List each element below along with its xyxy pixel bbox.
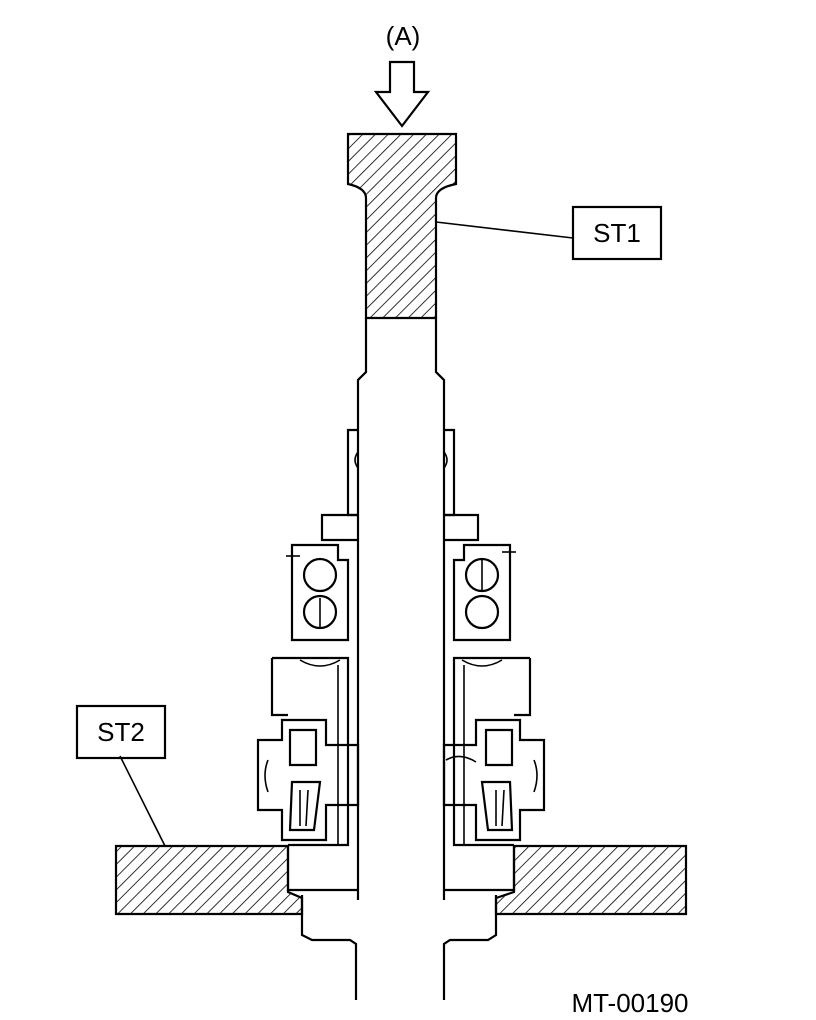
st2-leader-line [119, 755, 166, 847]
main-shaft [300, 318, 498, 1000]
st1-leader-line [435, 221, 574, 239]
force-arrow-icon [373, 60, 431, 128]
st1-label-box [571, 205, 663, 261]
ball-bearing-right [452, 543, 516, 642]
gear-hub-right [452, 656, 532, 847]
force-arrow-label: (A) [386, 21, 421, 51]
ball-bearing-left [286, 543, 350, 642]
st2-support-plate-left [114, 844, 304, 916]
st2-label-box [75, 704, 167, 760]
bearing-spacer [320, 513, 480, 542]
bottom-sleeve [286, 845, 516, 892]
synchronizer-right [442, 718, 546, 842]
st2-label: ST2 [97, 717, 145, 747]
figure-code: MT-00190 [571, 988, 688, 1018]
synchronizer-left [256, 718, 360, 842]
upper-collar [346, 428, 456, 517]
st1-label: ST1 [593, 218, 641, 248]
st1-press-tool [346, 132, 458, 320]
gear-hub-left [270, 656, 350, 847]
st2-support-plate-right [494, 844, 688, 916]
